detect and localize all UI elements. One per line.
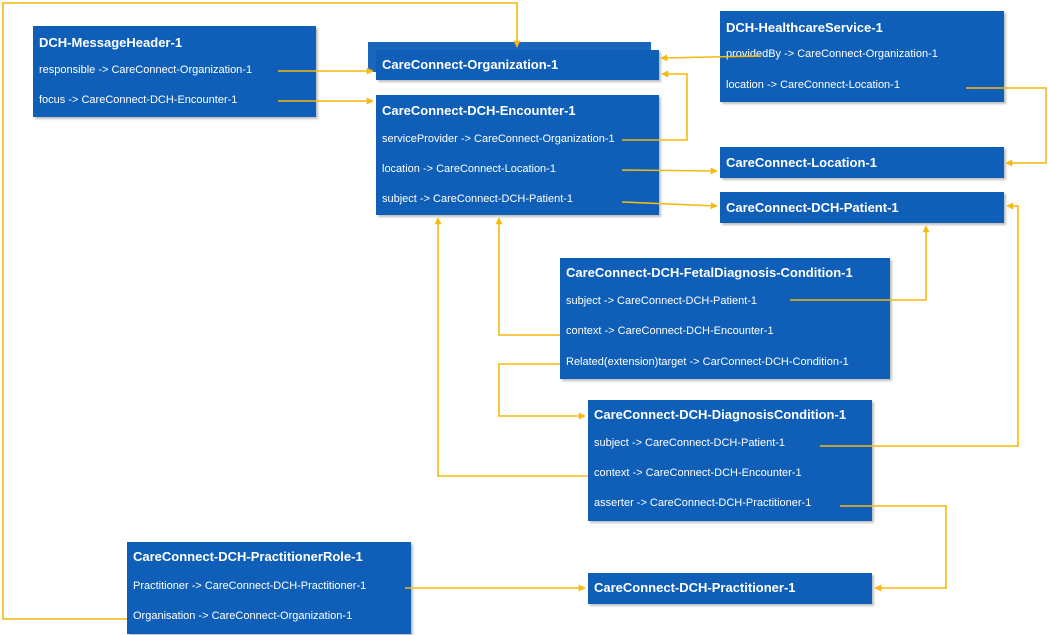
field-row: focus -> CareConnect-DCH-Encounter-1	[39, 94, 238, 106]
box-diagnosis-condition: CareConnect-DCH-DiagnosisCondition-1 sub…	[588, 400, 872, 521]
box-title: CareConnect-DCH-FetalDiagnosis-Condition…	[566, 265, 853, 280]
box-practitioner: CareConnect-DCH-Practitioner-1	[588, 573, 872, 604]
field-row: location -> CareConnect-Location-1	[382, 163, 556, 175]
field-row: Related(extension)target -> CarConnect-D…	[566, 356, 849, 368]
box-location: CareConnect-Location-1	[720, 147, 1004, 178]
field-row: subject -> CareConnect-DCH-Patient-1	[594, 437, 786, 449]
box-title: CareConnect-Location-1	[726, 155, 877, 170]
box-message-header: DCH-MessageHeader-1 responsible -> CareC…	[33, 26, 316, 117]
box-organization: CareConnect-Organization-1	[376, 50, 659, 80]
field-row: asserter -> CareConnect-DCH-Practitioner…	[594, 497, 812, 509]
field-row: providedBy -> CareConnect-Organization-1	[726, 48, 938, 60]
field-row: context -> CareConnect-DCH-Encounter-1	[594, 467, 802, 479]
field-row: serviceProvider -> CareConnect-Organizat…	[382, 133, 615, 145]
field-row: context -> CareConnect-DCH-Encounter-1	[566, 325, 774, 337]
box-title: CareConnect-Organization-1	[382, 57, 559, 72]
box-patient: CareConnect-DCH-Patient-1	[720, 192, 1004, 223]
connector-fetal-context	[495, 217, 560, 336]
field-row: location -> CareConnect-Location-1	[726, 79, 900, 91]
box-title: CareConnect-DCH-Encounter-1	[382, 103, 576, 118]
box-title: CareConnect-DCH-DiagnosisCondition-1	[594, 407, 847, 422]
box-title: DCH-MessageHeader-1	[39, 35, 183, 50]
field-row: responsible -> CareConnect-Organization-…	[39, 64, 253, 76]
box-practitioner-role: CareConnect-DCH-PractitionerRole-1 Pract…	[127, 542, 411, 634]
box-fetal-diagnosis-condition: CareConnect-DCH-FetalDiagnosis-Condition…	[560, 258, 890, 379]
box-title: CareConnect-DCH-Patient-1	[726, 200, 899, 215]
field-row: subject -> CareConnect-DCH-Patient-1	[566, 295, 758, 307]
box-title: DCH-HealthcareService-1	[726, 20, 883, 35]
box-title: CareConnect-DCH-PractitionerRole-1	[133, 549, 363, 564]
field-row: Practitioner -> CareConnect-DCH-Practiti…	[133, 580, 367, 592]
box-healthcare-service: DCH-HealthcareService-1 providedBy -> Ca…	[720, 11, 1004, 102]
box-title: CareConnect-DCH-Practitioner-1	[594, 580, 796, 595]
field-row: subject -> CareConnect-DCH-Patient-1	[382, 193, 574, 205]
box-encounter: CareConnect-DCH-Encounter-1 serviceProvi…	[376, 95, 659, 215]
field-row: Organisation -> CareConnect-Organization…	[133, 610, 353, 622]
